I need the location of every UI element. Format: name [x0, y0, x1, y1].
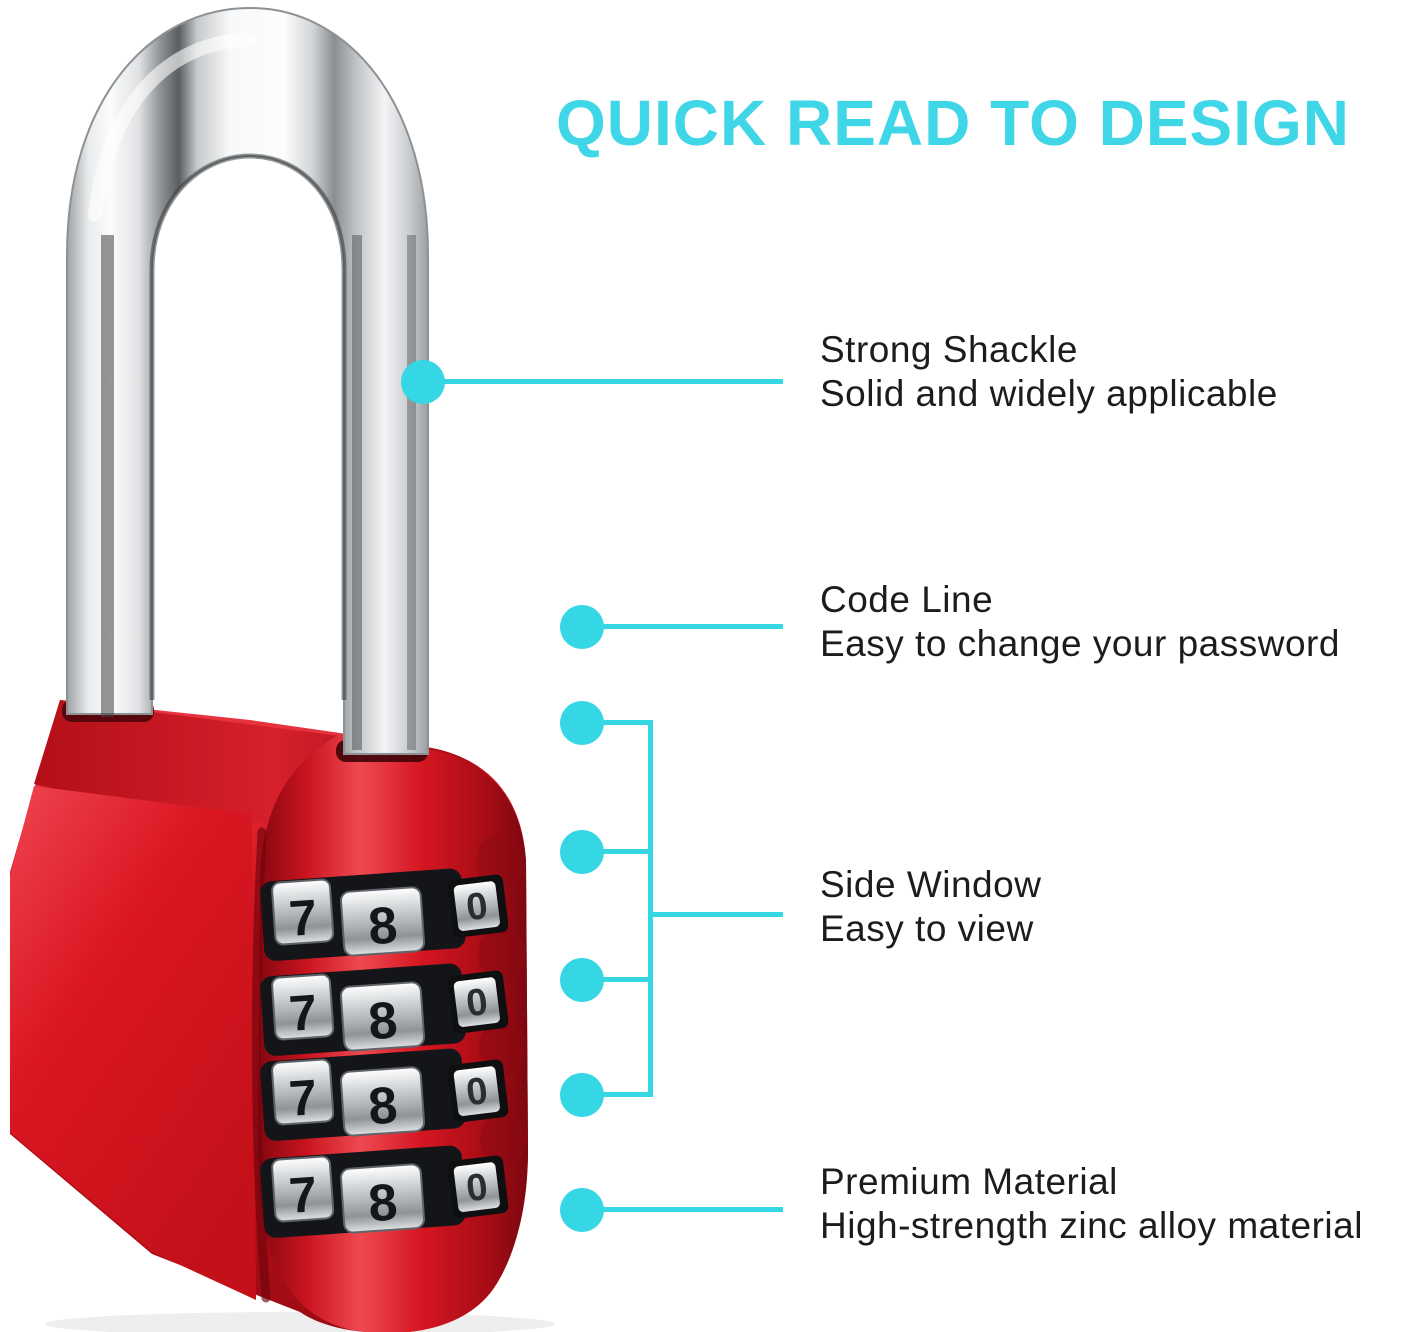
page-title: QUICK READ TO DESIGN: [556, 87, 1350, 159]
side-window-digit: 0: [464, 885, 490, 929]
callout-premium-material: Premium Material High-strength zinc allo…: [820, 1160, 1363, 1248]
dial-digit: 7: [287, 889, 319, 947]
bracket-arm: [582, 1092, 653, 1097]
dial-wheel[interactable]: [271, 878, 335, 946]
bracket-spine: [648, 720, 653, 1097]
dial-digit: 7: [287, 984, 319, 1042]
callout-description: Solid and widely applicable: [820, 373, 1278, 414]
callout-line-material: [582, 1207, 783, 1212]
dial-row: 7 8: [260, 1048, 466, 1141]
callout-description: Easy to view: [820, 908, 1034, 949]
callout-description: High-strength zinc alloy material: [820, 1205, 1363, 1246]
callout-side-window: Side Window Easy to view: [820, 863, 1041, 951]
callout-description: Easy to change your password: [820, 623, 1340, 664]
callout-line-code-line: [582, 624, 783, 629]
bracket-arm: [582, 720, 653, 725]
dial-wheel[interactable]: [271, 1155, 335, 1223]
side-window: 0: [447, 1059, 509, 1123]
padlock-illustration: 7 8 7 8 7 8 7 8: [10, 6, 555, 1332]
side-window: 0: [447, 970, 509, 1034]
edge-shadow: [480, 1112, 528, 1168]
callout-line-shackle: [423, 379, 783, 384]
side-window-digit: 0: [464, 1166, 490, 1210]
callout-heading: Side Window: [820, 864, 1042, 905]
dial-wheel[interactable]: [339, 1163, 426, 1234]
dial-wheel[interactable]: [339, 1066, 426, 1137]
dial-wheel[interactable]: [271, 973, 335, 1041]
dial-digit: 7: [287, 1166, 319, 1224]
dial-wheel[interactable]: [339, 981, 426, 1052]
side-window-digit: 0: [464, 1070, 490, 1114]
dial-digit: 8: [366, 896, 399, 956]
bracket-arm: [582, 977, 653, 982]
dial-row: 7 8: [260, 1145, 466, 1238]
dial-row: 7 8: [260, 868, 466, 961]
side-window: 0: [447, 1155, 509, 1219]
dial-digit: 7: [287, 1069, 319, 1127]
callout-strong-shackle: Strong Shackle Solid and widely applicab…: [820, 328, 1278, 416]
side-window-digit: 0: [464, 981, 490, 1025]
padlock-front-face: [10, 786, 256, 1300]
edge-shadow: [478, 927, 526, 983]
side-window: 0: [447, 874, 509, 938]
ground-shadow: [45, 1312, 555, 1332]
dial-digit: 8: [366, 991, 399, 1051]
dial-digit: 8: [366, 1076, 399, 1136]
callout-code-line: Code Line Easy to change your password: [820, 578, 1340, 666]
body-crease: [251, 827, 271, 1303]
dial-wheel[interactable]: [271, 1058, 335, 1126]
dial-wheel[interactable]: [339, 886, 426, 957]
dial-row: 7 8: [260, 963, 466, 1056]
dial-digit: 8: [366, 1173, 399, 1233]
callout-heading: Strong Shackle: [820, 329, 1078, 370]
bracket-arm: [582, 849, 653, 854]
shackle: [66, 6, 429, 755]
callout-heading: Code Line: [820, 579, 994, 620]
callout-line-side-window: [651, 912, 783, 917]
callout-heading: Premium Material: [820, 1161, 1118, 1202]
